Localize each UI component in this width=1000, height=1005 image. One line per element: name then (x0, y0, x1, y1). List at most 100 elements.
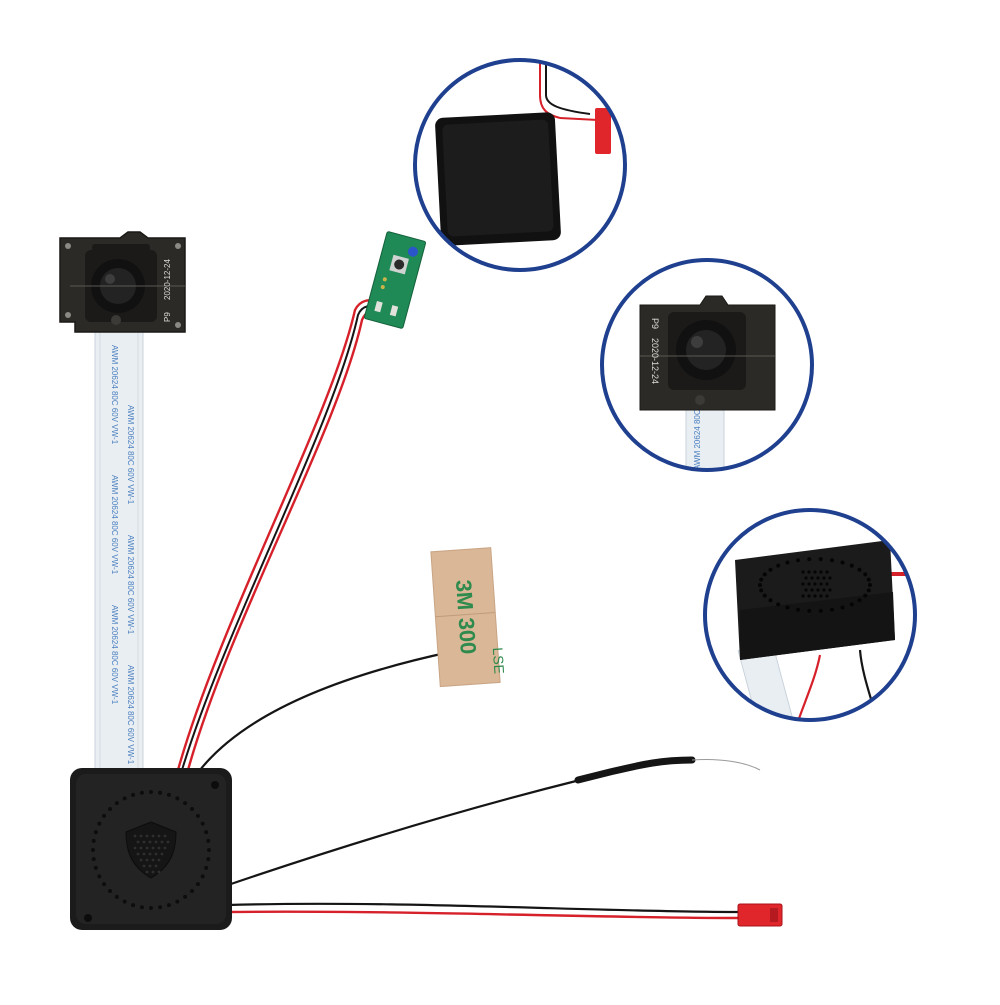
camera-sensor-board: 2020-12-24 P9 (59, 231, 186, 333)
vent-hole (840, 605, 845, 610)
vent-hole (149, 906, 153, 910)
board-date-print: 2020-12-24 (163, 259, 172, 300)
wires (176, 299, 740, 920)
vent-hole (158, 905, 163, 910)
vent-hole (818, 608, 823, 613)
vent-hole (97, 821, 102, 826)
dot-pattern-icon (91, 790, 211, 910)
power-connector (737, 903, 783, 927)
vent-hole (160, 840, 164, 844)
vent-hole (796, 558, 801, 563)
vent-hole (91, 857, 96, 862)
ribbon-print: AWM 20624 80C 60V VW-1 (110, 605, 119, 705)
vent-hole (807, 570, 811, 574)
vent-hole (145, 870, 149, 874)
dot-pattern-icon (758, 557, 872, 613)
vent-hole (762, 593, 767, 598)
vent-hole (163, 846, 167, 850)
vent-hole (97, 874, 102, 879)
vent-hole (139, 790, 144, 795)
vent-hole (151, 858, 155, 862)
vent-hole (107, 806, 112, 811)
board-date-print: 2020-12-24 (650, 338, 660, 384)
vent-hole (825, 570, 829, 574)
vent-hole (200, 874, 205, 879)
vent-hole (801, 594, 805, 598)
detail-circle-dvr (703, 508, 917, 722)
tape-antenna: 3M 300 LSE (430, 547, 508, 688)
vent-hole (136, 852, 140, 856)
vent-hole (785, 605, 790, 610)
vent-hole (148, 852, 152, 856)
vent-hole (102, 882, 107, 887)
ribbon-print: AWM 20624 80C 60V VW-1 (126, 405, 135, 505)
vent-hole (91, 848, 95, 852)
ribbon-print: AWM 20624 80C 60V VW-1 (693, 370, 702, 470)
vent-hole (204, 865, 209, 870)
vent-hole (142, 840, 146, 844)
vent-hole (758, 583, 762, 587)
vent-hole (151, 870, 155, 874)
whip-antenna (574, 756, 761, 784)
vent-hole (139, 834, 143, 838)
vent-hole (183, 894, 188, 899)
vent-hole (840, 560, 845, 565)
vent-hole (813, 570, 817, 574)
vent-hole (204, 830, 209, 835)
camera-module: AWM 20624 80C 60V VW-1 AWM 20624 80C 60V… (59, 231, 186, 781)
vent-hole (133, 846, 137, 850)
shield-vent-icon (125, 821, 177, 879)
vent-hole (857, 567, 862, 572)
vent-hole (813, 594, 817, 598)
vent-hole (154, 864, 158, 868)
vent-hole (114, 801, 119, 806)
vent-hole (114, 894, 119, 899)
vent-hole (139, 905, 144, 910)
vent-hole (863, 593, 868, 598)
vent-hole (822, 588, 826, 592)
ribbon-cable: AWM 20624 80C 60V VW-1 AWM 20624 80C 60V… (94, 329, 144, 781)
ribbon-print: AWM 20624 80C 60V VW-1 (126, 535, 135, 635)
vent-hole (206, 838, 211, 843)
vent-hole (145, 846, 149, 850)
tape-code: 300 (454, 617, 482, 655)
vent-hole (818, 557, 823, 562)
vent-hole (133, 834, 137, 838)
vent-hole (145, 834, 149, 838)
vent-hole (200, 821, 205, 826)
vent-hole (190, 806, 195, 811)
vent-hole (819, 594, 823, 598)
vent-hole (857, 598, 862, 603)
vent-hole (157, 870, 161, 874)
vent-hole (825, 594, 829, 598)
tape-suffix: LSE (490, 647, 508, 675)
vent-hole (158, 790, 163, 795)
vent-hole (776, 602, 781, 607)
vent-hole (142, 864, 146, 868)
vent-hole (206, 857, 211, 862)
vent-hole (816, 588, 820, 592)
vent-hole (828, 588, 832, 592)
vent-hole (151, 834, 155, 838)
vent-hole (768, 598, 773, 603)
vent-hole (91, 838, 96, 843)
vent-hole (175, 796, 180, 801)
vent-hole (759, 588, 764, 593)
vent-hole (807, 557, 812, 562)
vent-hole (804, 588, 808, 592)
vent-hole (828, 576, 832, 580)
vent-hole (166, 840, 170, 844)
switch-board (363, 231, 427, 329)
vent-hole (768, 567, 773, 572)
vent-hole (819, 570, 823, 574)
vent-hole (866, 577, 871, 582)
vent-hole (157, 846, 161, 850)
vent-hole (829, 558, 834, 563)
vent-hole (863, 572, 868, 577)
vent-hole (157, 834, 161, 838)
vent-hole (825, 582, 829, 586)
vent-hole (175, 899, 180, 904)
vent-hole (93, 830, 98, 835)
